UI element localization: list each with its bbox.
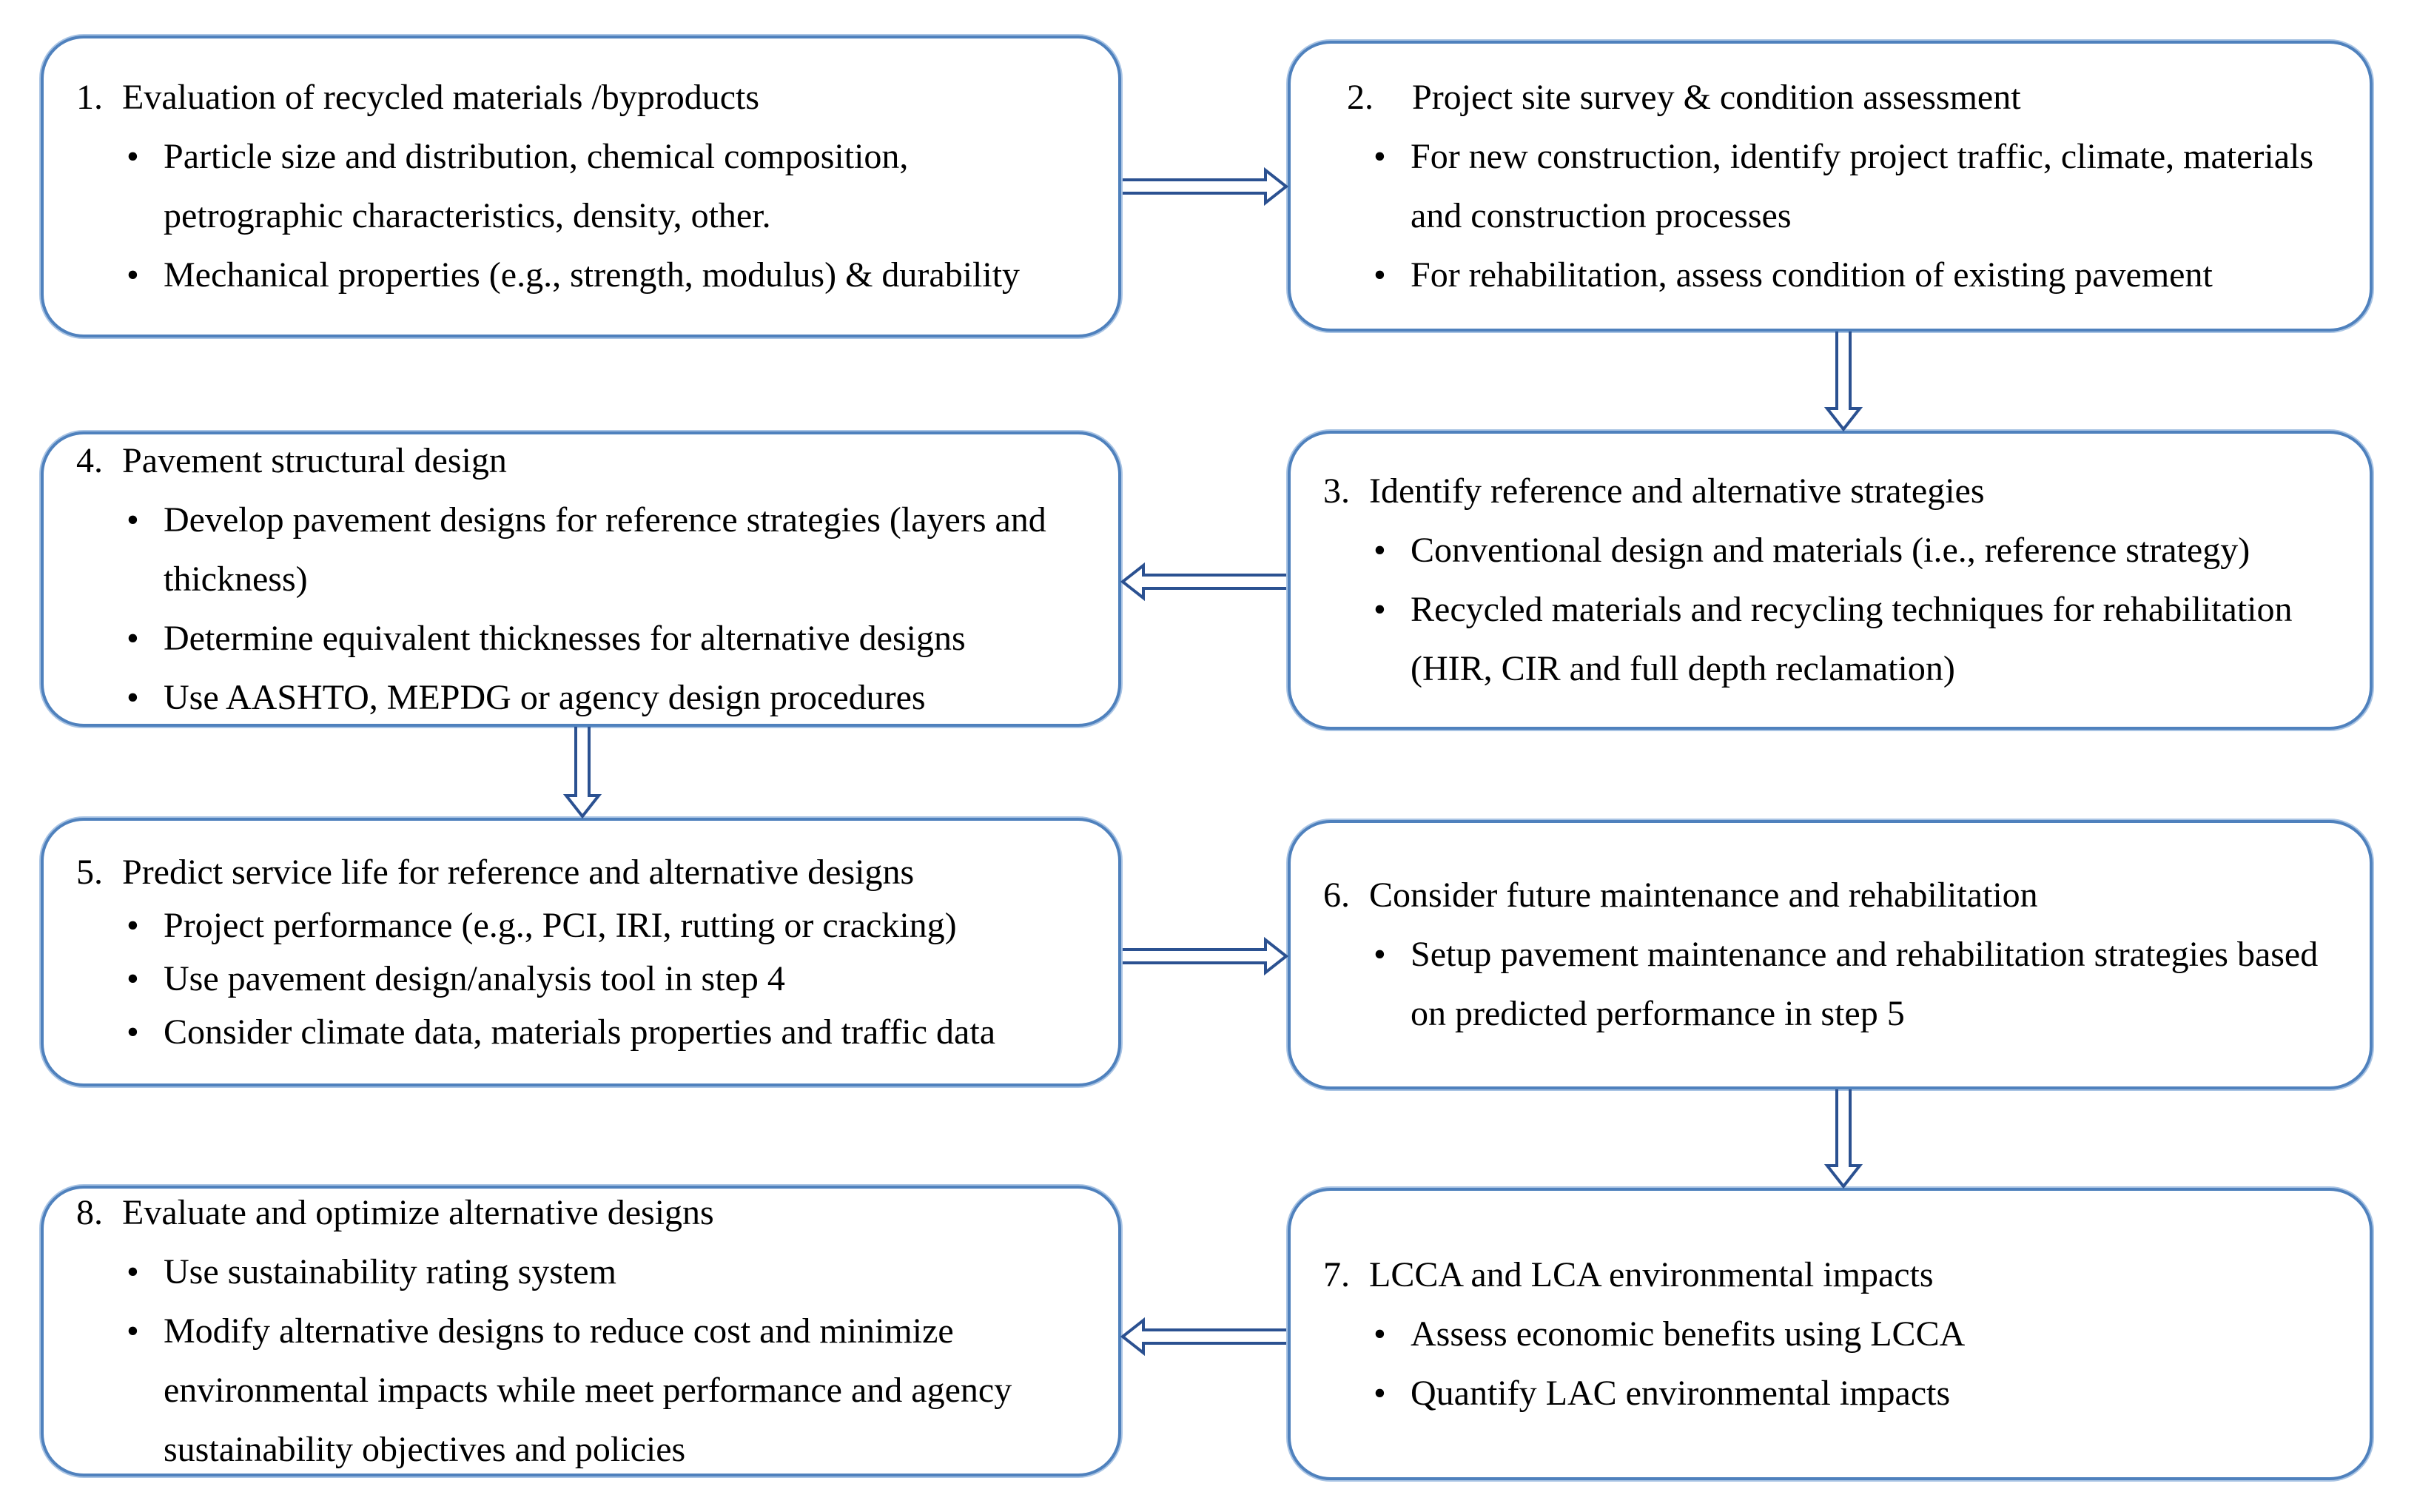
step-2-box: 2. Project site survey & condition asses… — [1288, 41, 2373, 332]
step-6-box: 6. Consider future maintenance and rehab… — [1288, 820, 2373, 1089]
bullet-item: For rehabilitation, assess condition of … — [1369, 246, 2327, 305]
step-number: 4. — [76, 440, 103, 480]
step-title: LCCA and LCA environmental impacts — [1369, 1254, 1934, 1294]
step-1-box: 1. Evaluation of recycled materials /byp… — [41, 36, 1121, 337]
step-1-heading: 1. Evaluation of recycled materials /byp… — [76, 68, 1075, 127]
step-5-bullets: Project performance (e.g., PCI, IRI, rut… — [76, 899, 1075, 1059]
arrow-step2-to-step3 — [1823, 332, 1863, 432]
step-6-bullets: Setup pavement maintenance and rehabilit… — [1323, 925, 2327, 1044]
bullet-item: Project performance (e.g., PCI, IRI, rut… — [122, 899, 1075, 952]
step-8-heading: 8. Evaluate and optimize alternative des… — [76, 1183, 1075, 1243]
step-7-bullets: Assess economic benefits using LCCA Quan… — [1323, 1305, 2327, 1423]
step-4-bullets: Develop pavement designs for reference s… — [76, 491, 1075, 728]
step-title: Identify reference and alternative strat… — [1369, 471, 1985, 511]
step-2-bullets: For new construction, identify project t… — [1323, 127, 2327, 305]
step-title: Predict service life for reference and a… — [122, 852, 915, 892]
bullet-item: Modify alternative designs to reduce cos… — [122, 1302, 1075, 1479]
step-4-box: 4. Pavement structural design Develop pa… — [41, 431, 1121, 728]
step-3-heading: 3. Identify reference and alternative st… — [1323, 462, 2327, 521]
arrow-step3-to-step4 — [1120, 562, 1286, 602]
step-7-box: 7. LCCA and LCA environmental impacts As… — [1288, 1188, 2373, 1480]
step-5-box: 5. Predict service life for reference an… — [41, 818, 1121, 1086]
step-8-box: 8. Evaluate and optimize alternative des… — [41, 1186, 1121, 1476]
step-3-bullets: Conventional design and materials (i.e.,… — [1323, 521, 2327, 699]
step-4-heading: 4. Pavement structural design — [76, 431, 1075, 491]
step-2-heading: 2. Project site survey & condition asses… — [1323, 68, 2327, 127]
bullet-item: Consider climate data, materials propert… — [122, 1006, 1075, 1059]
step-title: Consider future maintenance and rehabili… — [1369, 876, 2038, 915]
bullet-item: Determine equivalent thicknesses for alt… — [122, 609, 1075, 668]
arrow-step6-to-step7 — [1823, 1089, 1863, 1189]
step-number: 1. — [76, 78, 103, 117]
bullet-item: Use pavement design/analysis tool in ste… — [122, 952, 1075, 1006]
step-5-heading: 5. Predict service life for reference an… — [76, 846, 1075, 899]
arrow-step5-to-step6 — [1123, 936, 1289, 976]
bullet-item: Recycled materials and recycling techniq… — [1369, 580, 2327, 699]
step-8-bullets: Use sustainability rating system Modify … — [76, 1243, 1075, 1479]
step-number: 6. — [1323, 876, 1350, 915]
step-number: 7. — [1323, 1254, 1350, 1294]
bullet-item: Conventional design and materials (i.e.,… — [1369, 521, 2327, 580]
step-title: Evaluation of recycled materials /byprod… — [122, 78, 760, 117]
arrow-step1-to-step2 — [1123, 167, 1289, 206]
step-number: 5. — [76, 852, 103, 892]
step-number: 2. — [1347, 77, 1374, 117]
step-title: Pavement structural design — [122, 440, 507, 480]
bullet-item: Use sustainability rating system — [122, 1243, 1075, 1302]
step-6-heading: 6. Consider future maintenance and rehab… — [1323, 866, 2327, 925]
bullet-item: Mechanical properties (e.g., strength, m… — [122, 246, 1075, 305]
bullet-item: Assess economic benefits using LCCA — [1369, 1305, 2327, 1364]
arrow-step4-to-step5 — [562, 727, 602, 819]
bullet-item: Develop pavement designs for reference s… — [122, 491, 1075, 609]
step-title: Evaluate and optimize alternative design… — [122, 1192, 714, 1232]
bullet-item: Quantify LAC environmental impacts — [1369, 1364, 2327, 1423]
step-number: 8. — [76, 1192, 103, 1232]
bullet-item: Particle size and distribution, chemical… — [122, 127, 1075, 246]
bullet-item: Setup pavement maintenance and rehabilit… — [1369, 925, 2327, 1044]
bullet-item: Use AASHTO, MEPDG or agency design proce… — [122, 668, 1075, 728]
step-number: 3. — [1323, 471, 1350, 511]
step-title: Project site survey & condition assessme… — [1412, 77, 2021, 117]
step-7-heading: 7. LCCA and LCA environmental impacts — [1323, 1246, 2327, 1305]
step-3-box: 3. Identify reference and alternative st… — [1288, 431, 2373, 730]
bullet-item: For new construction, identify project t… — [1369, 127, 2327, 246]
step-1-bullets: Particle size and distribution, chemical… — [76, 127, 1075, 305]
arrow-step7-to-step8 — [1120, 1317, 1286, 1357]
